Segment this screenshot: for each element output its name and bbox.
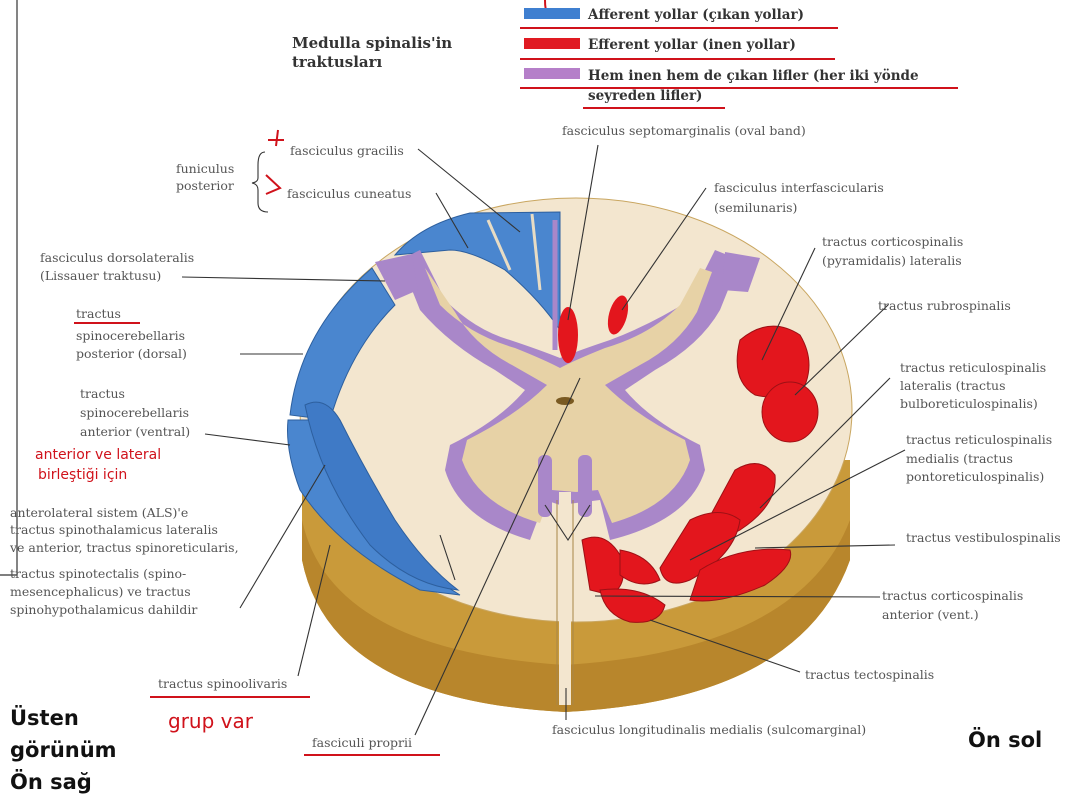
label-interfasc-2: (semilunaris) xyxy=(714,200,797,215)
label-spinoolivaris: tractus spinoolivaris xyxy=(158,676,287,691)
legend-swatch-afferent xyxy=(524,8,580,19)
legend-mixed-label-1: Hem inen hem de çıkan lifler (her iki yö… xyxy=(588,68,919,84)
label-cst-ant-2: anterior (vent.) xyxy=(882,607,979,622)
label-sca-2: spinocerebellaris xyxy=(80,405,189,420)
label-funiculus-1: funiculus xyxy=(176,161,234,176)
label-retic-med-3: pontoreticulospinalis) xyxy=(906,469,1044,484)
label-als-1: anterolateral sistem (ALS)'e xyxy=(10,505,188,520)
label-interfasc-1: fasciculus interfascicularis xyxy=(714,180,884,195)
label-retic-med-2: medialis (tractus xyxy=(906,451,1013,466)
label-rubro: tractus rubrospinalis xyxy=(878,298,1011,313)
view-label-on-sag: Ön sağ xyxy=(10,769,92,794)
label-retic-lat-2: lateralis (tractus xyxy=(900,378,1006,393)
view-label-gorunum: görünüm xyxy=(10,738,117,762)
note-birlestigi: birleştiği için xyxy=(38,467,127,483)
note-grup-var: grup var xyxy=(168,709,254,733)
legend-title-1: Medulla spinalis'in xyxy=(292,34,452,52)
label-dorsolateralis-2: (Lissauer traktusu) xyxy=(40,268,161,283)
label-septomarginalis: fasciculus septomarginalis (oval band) xyxy=(562,123,806,138)
label-als-6: spinohypothalamicus dahildir xyxy=(10,602,197,617)
label-als-3: ve anterior, tractus spinoreticularis, xyxy=(9,540,239,555)
label-scp-1: tractus xyxy=(76,306,121,321)
label-proprii: fasciculi proprii xyxy=(312,735,412,750)
label-als-5: mesencephalicus) ve tractus xyxy=(10,584,191,599)
legend: Afferent yollar (çıkan yollar) Efferent … xyxy=(292,0,958,108)
legend-title-2: traktusları xyxy=(292,53,383,71)
label-vestibulo: tractus vestibulospinalis xyxy=(906,530,1061,545)
label-cst-lat-1: tractus corticospinalis xyxy=(822,234,963,249)
label-retic-lat-1: tractus reticulospinalis xyxy=(900,360,1046,375)
label-flm: fasciculus longitudinalis medialis (sulc… xyxy=(552,722,866,737)
legend-afferent-label: Afferent yollar (çıkan yollar) xyxy=(587,7,804,23)
sulcomarginal-tract-right xyxy=(578,455,592,517)
legend-mixed-label-2: seyreden lifler) xyxy=(588,88,702,104)
label-gracilis: fasciculus gracilis xyxy=(290,143,404,158)
legend-swatch-mixed xyxy=(524,68,580,79)
view-label-on-sol: Ön sol xyxy=(968,727,1042,752)
label-funiculus-2: posterior xyxy=(176,178,234,193)
label-dorsolateralis-1: fasciculus dorsolateralis xyxy=(40,250,194,265)
label-scp-3: posterior (dorsal) xyxy=(76,346,187,361)
label-retic-med-1: tractus reticulospinalis xyxy=(906,432,1052,447)
legend-swatch-efferent xyxy=(524,38,580,49)
label-cuneatus: fasciculus cuneatus xyxy=(287,186,411,201)
rubrospinal-tract xyxy=(762,382,818,442)
septomarginal-tract xyxy=(558,307,578,363)
label-als-4: tractus spinotectalis (spino- xyxy=(10,566,186,581)
view-label-ustten: Üsten xyxy=(10,705,79,730)
label-cst-lat-2: (pyramidalis) lateralis xyxy=(822,253,962,268)
cord xyxy=(288,198,853,712)
label-sca-1: tractus xyxy=(80,386,125,401)
central-canal xyxy=(556,397,574,405)
label-tecto: tractus tectospinalis xyxy=(805,667,934,682)
label-als-2: tractus spinothalamicus lateralis xyxy=(10,522,218,537)
label-cst-ant-1: tractus corticospinalis xyxy=(882,588,1023,603)
label-scp-2: spinocerebellaris xyxy=(76,328,185,343)
legend-efferent-label: Efferent yollar (inen yollar) xyxy=(588,37,796,53)
label-sca-3: anterior (ventral) xyxy=(80,424,190,439)
note-anterior-lateral: anterior ve lateral xyxy=(35,447,161,463)
label-retic-lat-3: bulboreticulospinalis) xyxy=(900,396,1038,411)
